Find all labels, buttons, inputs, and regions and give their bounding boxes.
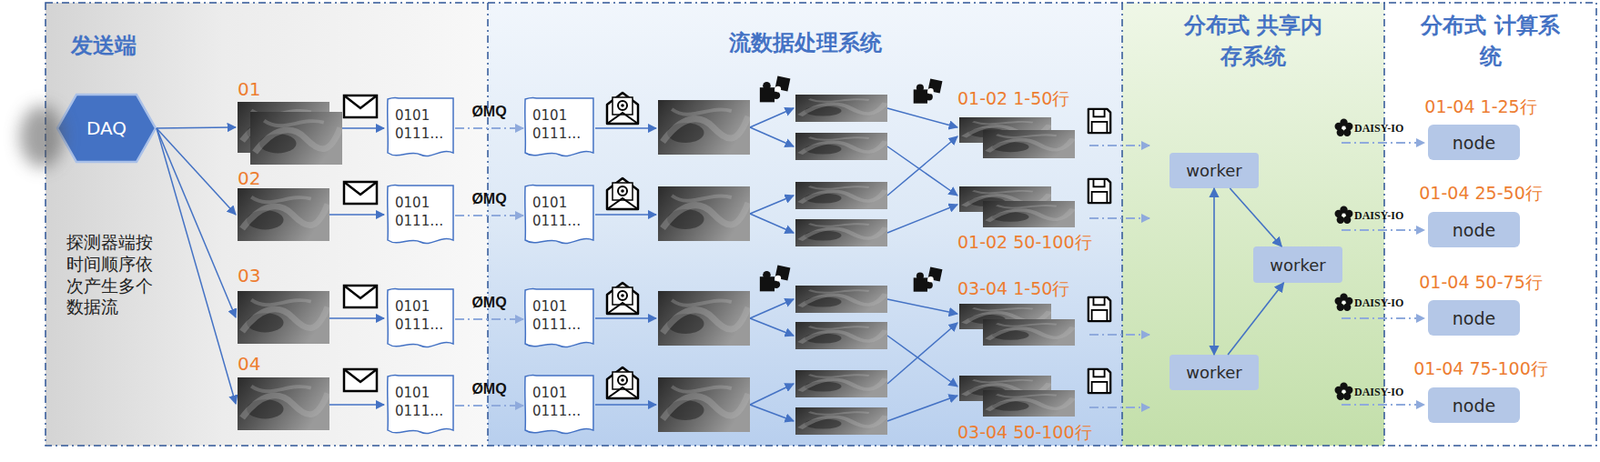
document-shape xyxy=(525,185,594,244)
node-text: node xyxy=(1452,220,1496,241)
node-text: 0101 0111… xyxy=(394,106,452,143)
compute-node-box: node xyxy=(1427,212,1520,248)
node-text: 0101 0111… xyxy=(394,384,452,421)
data-packet-box: 0101 0111… xyxy=(523,287,596,352)
document-shape xyxy=(387,289,454,348)
data-packet-box: 0101 0111… xyxy=(385,183,456,248)
node-text: 0101 0111… xyxy=(394,297,452,335)
section-band: 发送端 DAQ 0101 0111… 0101 0111… 0101 0111… 0101… xyxy=(45,2,488,446)
section-title: 分布式 计算系统 xyxy=(1417,10,1564,72)
data-packet-box: 0101 0111… xyxy=(523,96,596,161)
section-band: 分布式 计算系统 node node node node xyxy=(1384,2,1597,446)
data-packet-box: 0101 0111… xyxy=(385,374,456,438)
compute-node-box: node xyxy=(1427,300,1520,336)
node-text: worker xyxy=(1269,255,1326,275)
data-packet-box: 0101 0111… xyxy=(523,183,596,248)
node-text: worker xyxy=(1185,161,1242,181)
data-packet-box: 0101 0111… xyxy=(523,374,596,438)
worker-box: worker xyxy=(1253,246,1343,284)
node-text: 0101 0111… xyxy=(532,297,592,335)
node-text: 0101 0111… xyxy=(394,193,452,231)
node-text: 0101 0111… xyxy=(532,193,592,231)
hexagon-shape xyxy=(57,94,156,163)
section-title: 分布式 共享内存系统 xyxy=(1180,10,1327,72)
section-band: 分布式 共享内存系统 worker worker worker xyxy=(1122,2,1385,446)
outer-border xyxy=(45,2,1597,446)
compute-node-box: node xyxy=(1427,124,1520,161)
daq-hexagon: DAQ xyxy=(56,93,157,163)
node-text: node xyxy=(1452,132,1496,153)
node-text: node xyxy=(1452,395,1496,416)
node-text: node xyxy=(1452,308,1496,329)
node-text: worker xyxy=(1185,363,1242,383)
worker-box: worker xyxy=(1169,354,1259,391)
section-title: 发送端 xyxy=(70,30,137,61)
section-title: 流数据处理系统 xyxy=(487,27,1123,59)
document-shape xyxy=(525,375,594,435)
node-text: 0101 0111… xyxy=(532,384,592,421)
data-packet-box: 0101 0111… xyxy=(385,287,456,352)
node-text: 0101 0111… xyxy=(532,106,592,143)
document-shape xyxy=(387,98,454,157)
section-band: 流数据处理系统 0101 0111… 0101 0111… 0101 0111… 010… xyxy=(487,2,1123,446)
node-text: DAQ xyxy=(86,117,127,140)
document-shape xyxy=(525,289,594,348)
document-shape xyxy=(387,185,454,244)
document-shape xyxy=(387,375,454,435)
compute-node-box: node xyxy=(1427,387,1520,424)
worker-box: worker xyxy=(1169,152,1259,189)
data-packet-box: 0101 0111… xyxy=(385,96,456,161)
document-shape xyxy=(525,98,594,157)
